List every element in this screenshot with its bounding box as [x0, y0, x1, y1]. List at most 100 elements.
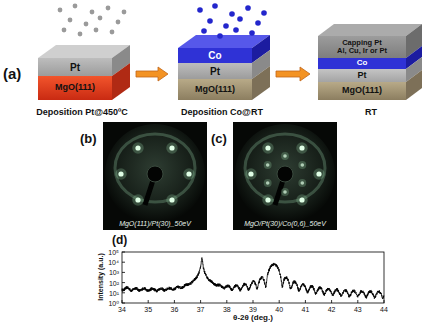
pt-atom — [106, 6, 111, 11]
substrate-band: MgO(111) — [178, 79, 252, 100]
layer-label: Al, Cu, Ir or Pt — [337, 47, 387, 55]
electron-gun — [147, 166, 163, 182]
co-atom — [229, 11, 235, 17]
y-tick — [122, 292, 125, 293]
layer-band: Pt — [38, 58, 112, 76]
pt-atom — [122, 10, 127, 15]
diffraction-spot — [135, 145, 140, 150]
x-tick — [226, 300, 227, 303]
pt-atoms — [58, 4, 127, 37]
slab-stack-two — [178, 35, 270, 100]
pt-atom — [98, 16, 103, 21]
diffraction-spot — [283, 190, 287, 194]
leed-ring — [245, 134, 325, 202]
layer-band: Co — [318, 58, 406, 69]
leed-screen — [233, 122, 337, 230]
mgo-side-face — [406, 70, 422, 100]
panel-letter: (d) — [112, 234, 127, 246]
xrd-curve — [122, 258, 384, 299]
spot-halo — [115, 168, 126, 179]
x-tick — [331, 300, 332, 303]
pt-atom — [62, 28, 67, 33]
tick-label: 10³ — [109, 269, 119, 276]
electron-gun — [277, 166, 293, 182]
spot-halo — [296, 194, 307, 205]
mgo-side-face — [112, 63, 130, 100]
xrd-plot — [122, 252, 384, 303]
co-atom — [207, 18, 213, 24]
leed-glow — [105, 124, 205, 224]
diffraction-spot — [299, 197, 304, 202]
diffraction-spot — [135, 197, 140, 202]
diffraction-spot — [301, 181, 305, 185]
spot-halo — [166, 142, 177, 153]
diffraction-spot — [265, 197, 270, 202]
x-tick — [279, 300, 280, 303]
layer-label: MgO(111) — [55, 83, 95, 93]
layer-label: Co — [208, 50, 221, 61]
diffraction-spot — [299, 145, 304, 150]
pt-atom — [68, 18, 73, 23]
leed-image: MgO/Pt(30)/Co(0,6)_50eV — [233, 122, 337, 230]
tick-label: 36 — [170, 306, 178, 313]
cap-top-face — [318, 24, 422, 36]
spot-halo — [166, 194, 177, 205]
tick-label: 10⁰ — [108, 300, 119, 307]
stack-group: Deposition Pt@450ºCPtMgO(111) — [30, 36, 134, 120]
pt-atom — [110, 30, 115, 35]
layer-label: Pt — [358, 71, 367, 81]
y-tick — [122, 282, 125, 283]
caption-text: MgO(111)/Pt(30)_50eV — [119, 220, 191, 228]
leed-image: MgO(111)/Pt(30)_50eV — [103, 122, 207, 230]
tick-label: 10⁴ — [108, 259, 119, 266]
co-atom — [212, 3, 218, 9]
diffraction-spot — [301, 163, 305, 167]
co-atoms — [197, 3, 267, 39]
slab-stack-three — [318, 24, 422, 100]
x-tick — [253, 300, 254, 303]
x-tick — [384, 300, 385, 303]
layer-label: Pt — [70, 62, 80, 73]
tick-label: 10¹ — [109, 289, 119, 296]
diffraction-spot — [248, 171, 253, 176]
y-tick — [122, 272, 125, 273]
spot-halo — [264, 161, 272, 169]
diffraction-spot — [316, 171, 321, 176]
tick-label: 41 — [301, 306, 309, 313]
tick-label: 37 — [197, 306, 205, 313]
caption-text: Deposition Co@RT — [181, 108, 263, 118]
layer-label: MgO(111) — [195, 85, 235, 95]
x-tick — [357, 300, 358, 303]
panel-letter: (a) — [3, 66, 21, 81]
x-tick — [122, 300, 123, 303]
layer-band: Co — [178, 48, 252, 63]
substrate-band: MgO(111) — [318, 82, 406, 100]
tick-label: 10² — [109, 279, 119, 286]
diffraction-spot — [265, 145, 270, 150]
pt-atom — [73, 4, 78, 9]
plot-frame — [122, 252, 384, 303]
pt-atom — [58, 8, 63, 13]
y-tick — [122, 262, 125, 263]
pt-atom — [84, 22, 89, 27]
tick-label: 40 — [275, 306, 283, 313]
pt-atom — [94, 28, 99, 33]
diffraction-spot — [266, 163, 270, 167]
leed-ring — [115, 134, 195, 202]
pt-atom — [116, 20, 121, 25]
layer-band: Pt — [318, 69, 406, 82]
spot-halo — [298, 179, 306, 187]
substrate-band: MgO(111) — [38, 76, 112, 100]
slab-stack-one — [38, 45, 130, 100]
panel-letter: (c) — [211, 132, 227, 145]
layer-label: Capping Pt — [342, 39, 382, 47]
axis-title: θ-2θ (deg.) — [233, 314, 273, 322]
diffraction-spot — [118, 171, 123, 176]
co-atom — [261, 10, 267, 16]
stack-group: Deposition Co@RTCoPtMgO(111) — [170, 36, 274, 120]
spot-halo — [245, 168, 256, 179]
co-atom — [197, 7, 203, 13]
tick-label: 39 — [249, 306, 257, 313]
